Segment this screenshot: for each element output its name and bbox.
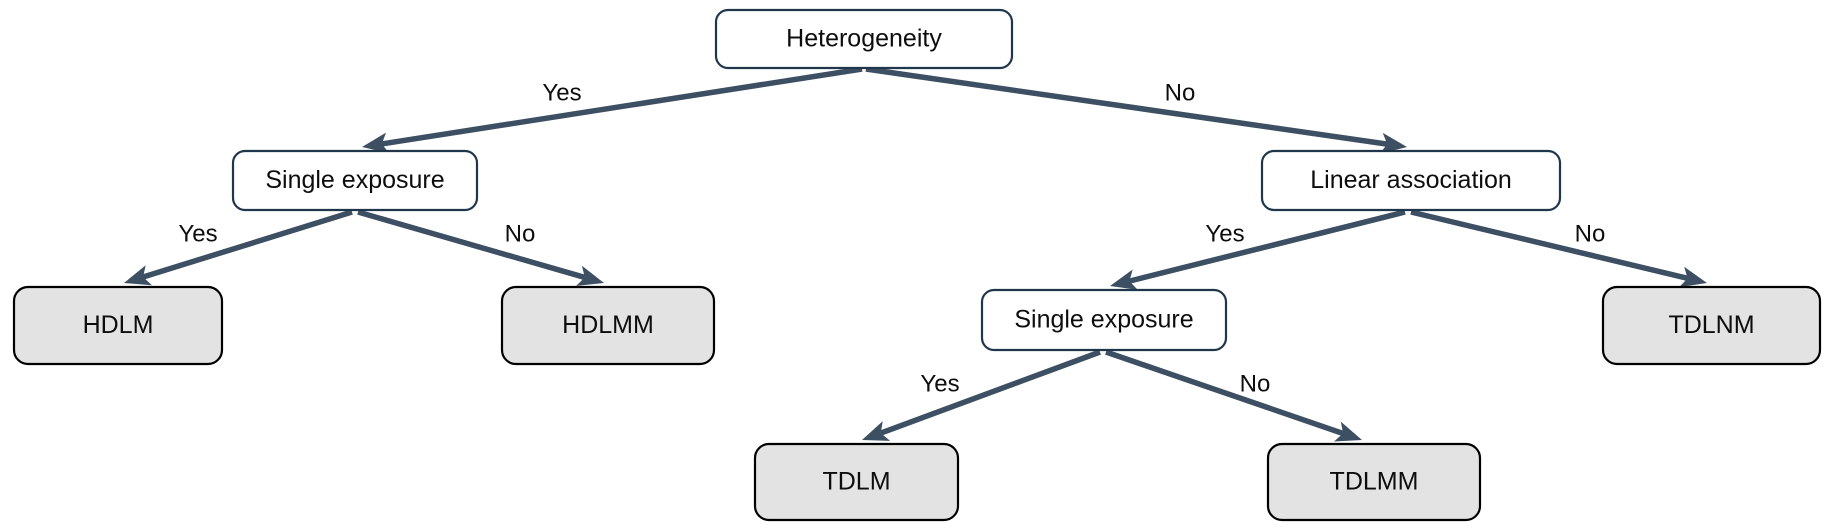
node-label-single-exp-left: Single exposure xyxy=(265,166,444,194)
edge-label-e-het-no: No xyxy=(1165,79,1196,106)
terminal-node-box[interactable] xyxy=(12,285,224,366)
edge-arrowhead xyxy=(862,421,891,441)
edge-line xyxy=(1128,209,1406,284)
edge-label-e-lin-no: No xyxy=(1575,220,1606,247)
node-label-hdlmm: HDLMM xyxy=(562,311,654,339)
edges-layer xyxy=(124,66,1707,442)
node-label-tdlnm: TDLNM xyxy=(1668,311,1754,339)
edge-arrowhead xyxy=(1333,421,1362,442)
edge-line xyxy=(1410,209,1689,282)
terminal-node-box[interactable] xyxy=(1601,285,1822,366)
edge-arrowhead xyxy=(362,132,390,154)
tree-node-tdlm[interactable]: TDLM xyxy=(753,442,960,522)
edge-line xyxy=(865,66,1388,147)
edge-line xyxy=(1105,349,1344,437)
tree-node-tdlmm[interactable]: TDLMM xyxy=(1266,442,1482,522)
edge-arrowhead xyxy=(1679,266,1707,288)
edge-arrowhead xyxy=(1379,132,1407,154)
tree-edge-single-exp-left-to-hdlm xyxy=(124,209,353,286)
edge-arrowhead xyxy=(576,265,604,286)
edge-line xyxy=(357,209,586,281)
tree-node-linear-assoc[interactable]: Linear association xyxy=(1260,149,1562,212)
tree-node-hdlmm[interactable]: HDLMM xyxy=(500,285,716,366)
tree-edge-single-exp-mid-to-tdlm xyxy=(862,349,1101,441)
tree-node-single-exp-mid[interactable]: Single exposure xyxy=(980,288,1228,352)
node-label-linear-assoc: Linear association xyxy=(1310,166,1512,194)
tree-node-heterogeneity[interactable]: Heterogeneity xyxy=(714,8,1014,70)
edge-line xyxy=(879,349,1101,436)
node-label-tdlm: TDLM xyxy=(822,468,890,496)
terminal-node-box[interactable] xyxy=(753,442,960,522)
node-label-heterogeneity: Heterogeneity xyxy=(786,25,942,53)
edge-line xyxy=(381,66,863,147)
edge-arrowhead xyxy=(1110,269,1138,290)
edge-label-e-lin-yes: Yes xyxy=(1205,220,1244,247)
decision-node-box[interactable] xyxy=(1260,149,1562,212)
edge-line xyxy=(142,209,353,280)
decision-node-box[interactable] xyxy=(231,149,479,212)
edge-label-e-sem-no: No xyxy=(1240,370,1271,397)
tree-node-hdlm[interactable]: HDLM xyxy=(12,285,224,366)
node-label-hdlm: HDLM xyxy=(83,311,154,339)
edge-label-e-sem-yes: Yes xyxy=(920,370,959,397)
tree-edge-linear-assoc-to-tdlnm xyxy=(1410,209,1707,288)
edge-label-e-sel-no: No xyxy=(505,220,536,247)
tree-node-single-exp-left[interactable]: Single exposure xyxy=(231,149,479,212)
node-label-single-exp-mid: Single exposure xyxy=(1014,306,1193,334)
decision-node-box[interactable] xyxy=(980,288,1228,352)
tree-edge-single-exp-left-to-hdlmm xyxy=(357,209,604,286)
tree-edge-heterogeneity-to-linear-assoc xyxy=(865,66,1407,154)
edge-label-e-het-yes: Yes xyxy=(542,79,581,106)
edge-arrowhead xyxy=(124,265,152,286)
edge-label-e-sel-yes: Yes xyxy=(178,220,217,247)
tree-edge-linear-assoc-to-single-exp-mid xyxy=(1110,209,1406,290)
tree-edge-single-exp-mid-to-tdlmm xyxy=(1105,349,1362,442)
decision-node-box[interactable] xyxy=(714,8,1014,70)
tree-node-tdlnm[interactable]: TDLNM xyxy=(1601,285,1822,366)
terminal-node-box[interactable] xyxy=(500,285,716,366)
tree-edge-heterogeneity-to-single-exp-left xyxy=(362,66,863,154)
terminal-node-box[interactable] xyxy=(1266,442,1482,522)
node-label-tdlmm: TDLMM xyxy=(1330,468,1419,496)
